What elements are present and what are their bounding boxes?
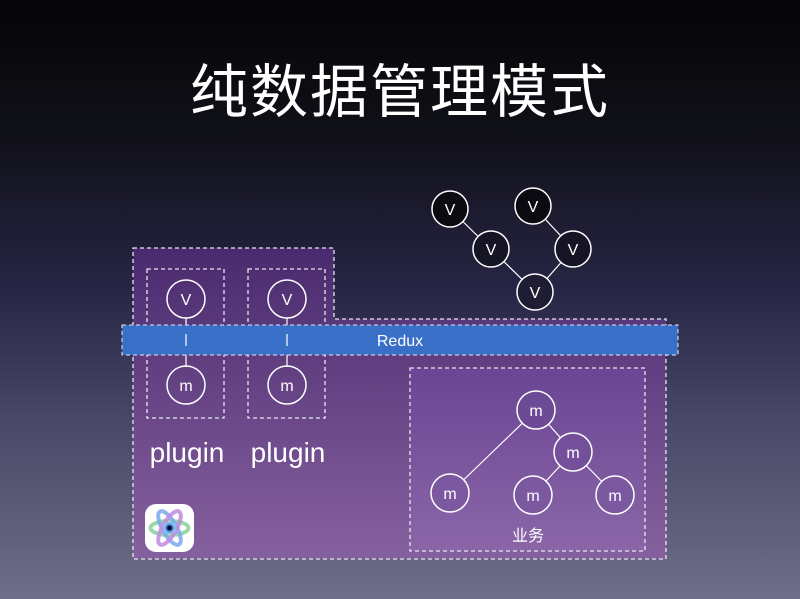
svg-text:m: m bbox=[529, 403, 542, 420]
plugin-box-2 bbox=[247, 268, 326, 419]
svg-text:V: V bbox=[528, 199, 539, 216]
svg-text:V: V bbox=[282, 292, 293, 309]
svg-text:m: m bbox=[566, 445, 579, 462]
plugin2-view-node: V bbox=[267, 279, 307, 319]
plugin1-label: plugin bbox=[150, 437, 225, 468]
redux-label: Redux bbox=[377, 333, 423, 350]
redux-store-bar bbox=[121, 324, 679, 356]
business-node: m bbox=[553, 432, 593, 472]
business-edge bbox=[449, 409, 537, 494]
plugin1-view-node: V bbox=[166, 279, 206, 319]
business-node: m bbox=[513, 475, 553, 515]
react-atom-icon bbox=[145, 504, 194, 552]
slide-title: 纯数据管理模式 bbox=[189, 58, 610, 126]
plugin-box-1 bbox=[146, 268, 225, 419]
svg-text:V: V bbox=[568, 242, 579, 259]
view-node: V bbox=[516, 273, 554, 311]
view-node: V bbox=[514, 187, 552, 225]
svg-text:m: m bbox=[179, 378, 192, 395]
business-node: m bbox=[430, 473, 470, 513]
svg-text:V: V bbox=[181, 292, 192, 309]
svg-text:V: V bbox=[486, 242, 497, 259]
svg-text:m: m bbox=[526, 488, 539, 505]
svg-text:V: V bbox=[445, 202, 456, 219]
view-node: V bbox=[554, 230, 592, 268]
plugin1-model-node: m bbox=[166, 365, 206, 405]
plugin2-model-node: m bbox=[267, 365, 307, 405]
svg-text:m: m bbox=[608, 488, 621, 505]
business-label: 业务 bbox=[512, 526, 544, 545]
view-node: V bbox=[431, 190, 469, 228]
svg-text:m: m bbox=[280, 378, 293, 395]
view-node: V bbox=[472, 230, 510, 268]
svg-text:V: V bbox=[530, 285, 541, 302]
business-node: m bbox=[595, 475, 635, 515]
svg-text:m: m bbox=[443, 486, 456, 503]
business-node: m bbox=[516, 390, 556, 430]
plugin2-label: plugin bbox=[251, 437, 326, 468]
